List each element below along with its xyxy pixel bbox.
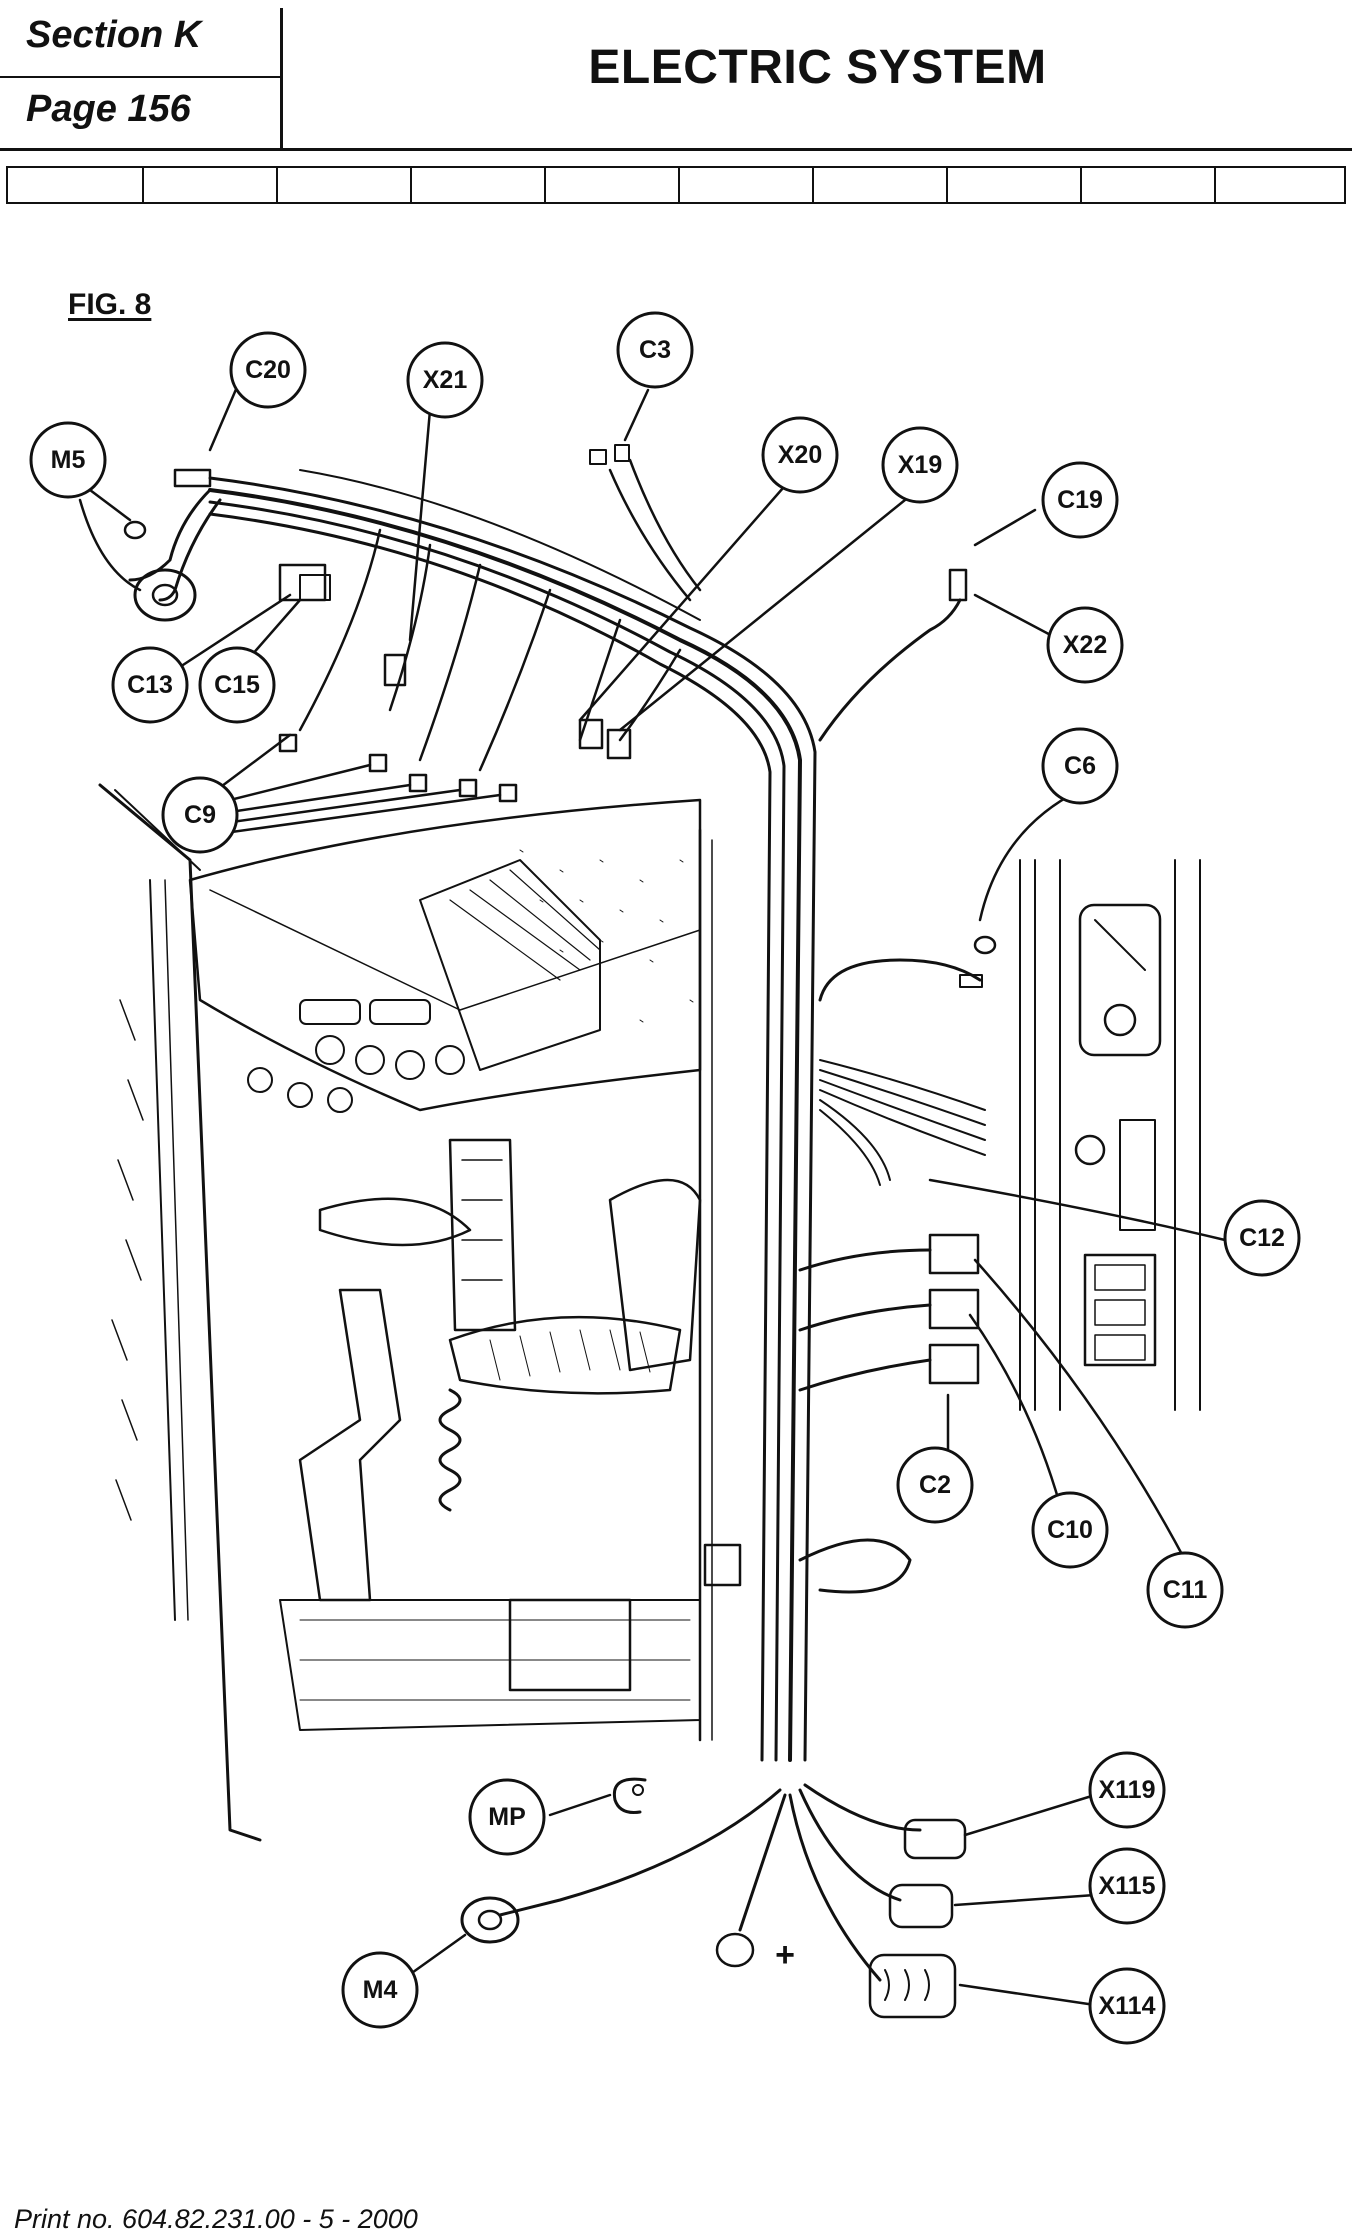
mp-terminal <box>612 1777 647 1814</box>
ruler-tick <box>142 168 144 202</box>
callout-label: X115 <box>1098 1872 1155 1900</box>
battery <box>508 1598 632 1692</box>
roof-vents <box>247 999 465 1113</box>
callout-circle-m4 <box>341 1951 419 2029</box>
relay-block <box>1083 1253 1157 1367</box>
callout-label: C20 <box>245 356 291 384</box>
callout-label: M4 <box>363 1976 398 2004</box>
leader-lines <box>78 378 1227 2007</box>
roof-liner <box>188 798 702 1112</box>
c2-connector <box>928 1343 980 1385</box>
callout-label: X114 <box>1098 1992 1155 2020</box>
callout-label: C10 <box>1047 1516 1093 1544</box>
ruler-tick <box>812 168 814 202</box>
ruler-tick <box>946 168 948 202</box>
ignition-switch <box>1074 1134 1106 1166</box>
header-vertical-divider <box>280 8 283 150</box>
seat-cushion <box>448 1315 682 1395</box>
c11-connector <box>928 1233 980 1275</box>
tab-ruler <box>6 166 1346 204</box>
callout-circle-c2 <box>896 1446 974 1524</box>
side-panel <box>1019 859 1201 1411</box>
callout-label: X20 <box>778 441 822 469</box>
callout-circle-mp <box>468 1778 546 1856</box>
callout-circle-c19 <box>1041 461 1119 539</box>
page-title: ELECTRIC SYSTEM <box>588 41 1047 94</box>
warning-light <box>1078 903 1162 1057</box>
callout-circle-c9 <box>161 776 239 854</box>
callout-circle-x22 <box>1046 606 1124 684</box>
cab-frame <box>98 783 262 1842</box>
callout-label: C2 <box>919 1471 951 1499</box>
ruler-tick <box>1214 168 1216 202</box>
callout-circle-c15 <box>198 646 276 724</box>
callout-circles <box>29 311 1301 2045</box>
callout-label: C19 <box>1057 486 1103 514</box>
ruler-tick <box>544 168 546 202</box>
callout-circle-x21 <box>406 341 484 419</box>
callout-label: C12 <box>1239 1224 1285 1252</box>
callout-circle-c13 <box>111 646 189 724</box>
callout-label: X19 <box>898 451 942 479</box>
side-console <box>448 1138 517 1332</box>
x114-plug <box>868 1953 957 2019</box>
callout-circle-x19 <box>881 426 959 504</box>
callout-label: C6 <box>1064 752 1096 780</box>
section-label: Section K <box>26 14 202 56</box>
x115-plug <box>888 1883 954 1929</box>
m5-ring-terminal <box>133 568 197 622</box>
callout-label: M5 <box>51 446 86 474</box>
callout-circle-c20 <box>229 331 307 409</box>
steering-column <box>298 1288 402 1602</box>
page-number: Page 156 <box>26 88 191 130</box>
callout-label: X119 <box>1098 1776 1155 1804</box>
callout-circle-m5 <box>29 421 107 499</box>
ac-unit <box>419 859 601 1071</box>
m4-ring-terminal <box>460 1896 520 1944</box>
callout-label: C9 <box>184 801 216 829</box>
ruler-tick <box>276 168 278 202</box>
callout-circle-c3 <box>616 311 694 389</box>
positive-terminal-sign: + <box>775 1936 795 1974</box>
callout-circle-x115 <box>1088 1847 1166 1925</box>
callout-circle-x119 <box>1088 1751 1166 1829</box>
callout-label: C11 <box>1163 1576 1208 1604</box>
page-header: Section K Page 156 ELECTRIC SYSTEM <box>0 0 1352 151</box>
callout-circle-x114 <box>1088 1967 1166 2045</box>
header-bottom-rule <box>0 148 1352 151</box>
x119-plug <box>903 1818 967 1860</box>
callout-circle-c12 <box>1223 1199 1301 1277</box>
c10-connector <box>928 1288 980 1330</box>
callout-label: X22 <box>1063 631 1107 659</box>
ruler-tick <box>678 168 680 202</box>
print-number: Print no. 604.82.231.00 - 5 - 2000 <box>14 2204 418 2234</box>
seat-back <box>608 1178 702 1372</box>
headliner-texture <box>519 849 694 1023</box>
ruler-tick <box>410 168 412 202</box>
callout-label: X21 <box>423 366 468 394</box>
callout-label: C3 <box>639 336 671 364</box>
callout-label: C15 <box>214 671 260 699</box>
callout-circle-c6 <box>1041 727 1119 805</box>
callout-circle-x20 <box>761 416 839 494</box>
ruler-tick <box>1080 168 1082 202</box>
callout-circle-c10 <box>1031 1491 1109 1569</box>
seat-spring <box>438 1388 462 1512</box>
main-harness <box>208 469 817 1762</box>
steering-wheel <box>318 1197 472 1247</box>
fuse-strip <box>1119 1119 1156 1231</box>
callout-circle-c11 <box>1146 1551 1224 1629</box>
header-divider <box>0 76 281 78</box>
callout-label: MP <box>488 1803 526 1831</box>
positive-ring-terminal <box>715 1932 755 1968</box>
figure-label: FIG. 8 <box>68 288 152 321</box>
callout-label: C13 <box>127 671 173 699</box>
